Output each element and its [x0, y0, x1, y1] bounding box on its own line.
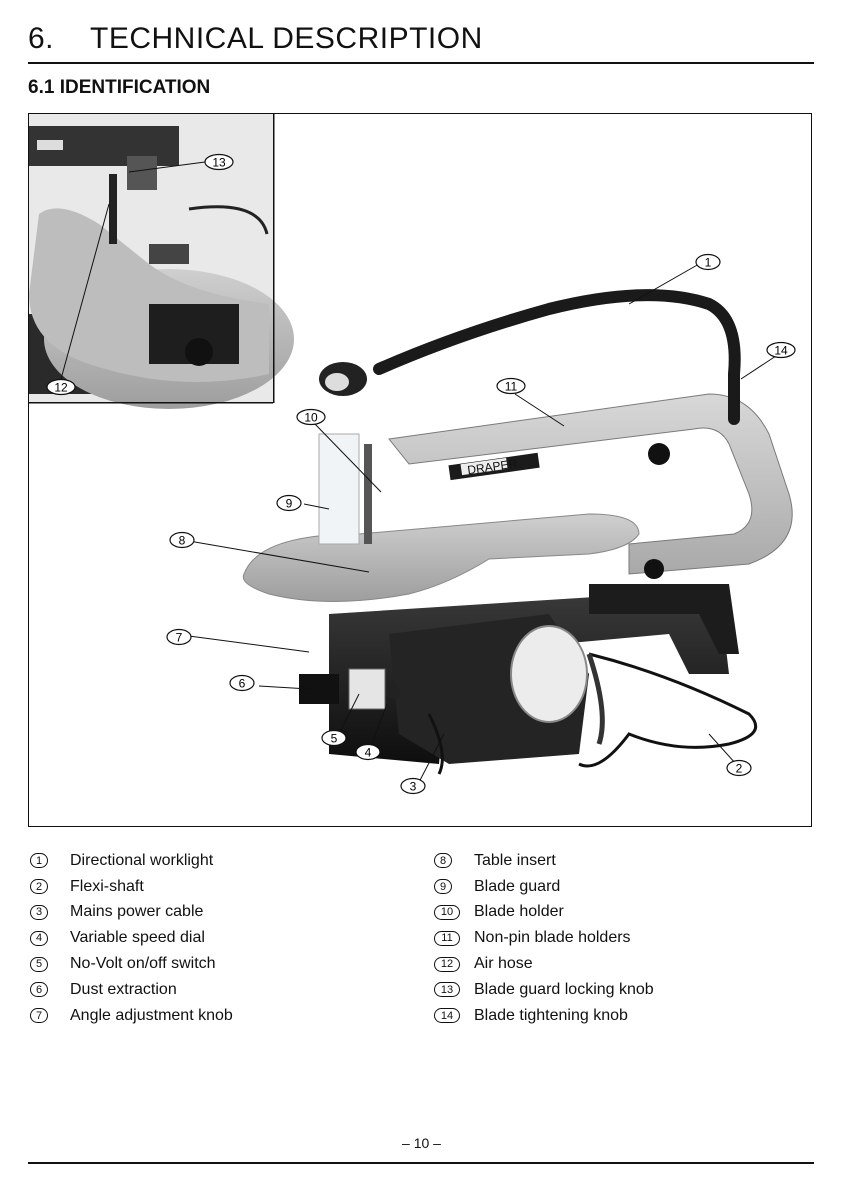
svg-text:9: 9 — [286, 497, 293, 511]
legend-number: 1 — [30, 853, 48, 869]
section-title: TECHNICAL DESCRIPTION — [90, 22, 483, 55]
legend-item: 9 Blade guard — [434, 874, 654, 900]
legend-item: 13 Blade guard locking knob — [434, 977, 654, 1003]
legend-label: Blade holder — [474, 903, 564, 921]
callout-8: 8 — [169, 531, 195, 549]
inset-detail — [29, 114, 294, 409]
legend-number: 10 — [434, 904, 460, 920]
bottom-rule — [28, 1162, 814, 1164]
legend-label: Air hose — [474, 955, 533, 973]
svg-text:13: 13 — [212, 156, 226, 170]
callout-2: 2 — [726, 759, 752, 777]
scroll-saw: DRAPER — [242, 289, 793, 775]
legend-item: 11 Non-pin blade holders — [434, 925, 654, 951]
svg-text:6: 6 — [239, 677, 246, 691]
callout-7: 7 — [166, 628, 192, 646]
legend-item: 12 Air hose — [434, 951, 654, 977]
callout-6: 6 — [229, 674, 255, 692]
top-rule — [28, 62, 814, 64]
legend-item: 6 Dust extraction — [30, 977, 233, 1003]
legend-item: 4 Variable speed dial — [30, 925, 233, 951]
legend-item: 5 No-Volt on/off switch — [30, 951, 233, 977]
callout-3: 3 — [400, 777, 426, 795]
legend-number: 13 — [434, 982, 460, 998]
legend-number: 5 — [30, 956, 48, 972]
legend-label: Flexi-shaft — [70, 877, 144, 895]
callout-1: 1 — [695, 253, 721, 271]
svg-text:1: 1 — [705, 256, 712, 270]
legend-number: 9 — [434, 879, 452, 895]
legend-label: Blade guard — [474, 877, 561, 895]
callout-10: 10 — [296, 408, 326, 426]
section-heading: 6. TECHNICAL DESCRIPTION — [28, 22, 483, 56]
page-number: – 10 – — [402, 1135, 441, 1151]
svg-text:12: 12 — [54, 381, 68, 395]
svg-text:3: 3 — [410, 780, 417, 794]
legend-label: Variable speed dial — [70, 929, 205, 947]
svg-text:11: 11 — [505, 380, 518, 394]
legend-number: 14 — [434, 1008, 460, 1024]
svg-text:5: 5 — [331, 732, 338, 746]
callout-14: 14 — [766, 341, 796, 359]
callout-5: 5 — [321, 729, 347, 747]
svg-text:7: 7 — [176, 631, 183, 645]
legend-label: Angle adjustment knob — [70, 1006, 233, 1024]
legend-number: 4 — [30, 930, 48, 946]
svg-text:10: 10 — [304, 411, 318, 425]
legend-item: 8 Table insert — [434, 848, 654, 874]
legend-item: 2 Flexi-shaft — [30, 874, 233, 900]
legend-item: 7 Angle adjustment knob — [30, 1003, 233, 1029]
callout-11: 11 — [496, 377, 526, 395]
svg-text:4: 4 — [365, 746, 372, 760]
svg-text:2: 2 — [736, 762, 743, 776]
subsection-heading: 6.1 IDENTIFICATION — [28, 77, 211, 98]
identification-figure: DRAPER — [28, 113, 812, 827]
scroll-saw-illustration: DRAPER — [29, 114, 796, 795]
callout-9: 9 — [276, 494, 302, 512]
legend-item: 1 Directional worklight — [30, 848, 233, 874]
callout-leaders — [60, 161, 780, 787]
svg-text:14: 14 — [774, 344, 788, 358]
legend-label: No-Volt on/off switch — [70, 955, 216, 973]
svg-text:8: 8 — [179, 534, 186, 548]
legend-number: 2 — [30, 879, 48, 895]
legend-number: 6 — [30, 982, 48, 998]
callout-13: 13 — [204, 153, 234, 171]
legend-left: 1 Directional worklight 2 Flexi-shaft 3 Mai… — [30, 848, 233, 1029]
legend-label: Mains power cable — [70, 903, 204, 921]
brand-label: DRAPER — [466, 456, 518, 477]
callouts: 1 2 3 4 5 6 7 8 9 10 11 12 13 14 — [46, 153, 796, 795]
legend-number: 12 — [434, 956, 460, 972]
legend-label: Directional worklight — [70, 851, 214, 869]
legend-label: Dust extraction — [70, 980, 177, 998]
legend-item: 10 Blade holder — [434, 900, 654, 926]
legend-item: 3 Mains power cable — [30, 900, 233, 926]
callout-12: 12 — [46, 378, 76, 396]
legend-item: 14 Blade tightening knob — [434, 1003, 654, 1029]
legend-label: Non-pin blade holders — [474, 929, 631, 947]
legend-label: Blade tightening knob — [474, 1006, 628, 1024]
legend-number: 11 — [434, 930, 460, 946]
callout-4: 4 — [355, 743, 381, 761]
legend-label: Blade guard locking knob — [474, 980, 654, 998]
legend-number: 7 — [30, 1008, 48, 1024]
legend-number: 3 — [30, 904, 48, 920]
legend-number: 8 — [434, 853, 452, 869]
section-number: 6. — [28, 22, 55, 55]
legend-right: 8 Table insert 9 Blade guard 10 Blade holde… — [434, 848, 654, 1029]
legend-label: Table insert — [474, 851, 556, 869]
